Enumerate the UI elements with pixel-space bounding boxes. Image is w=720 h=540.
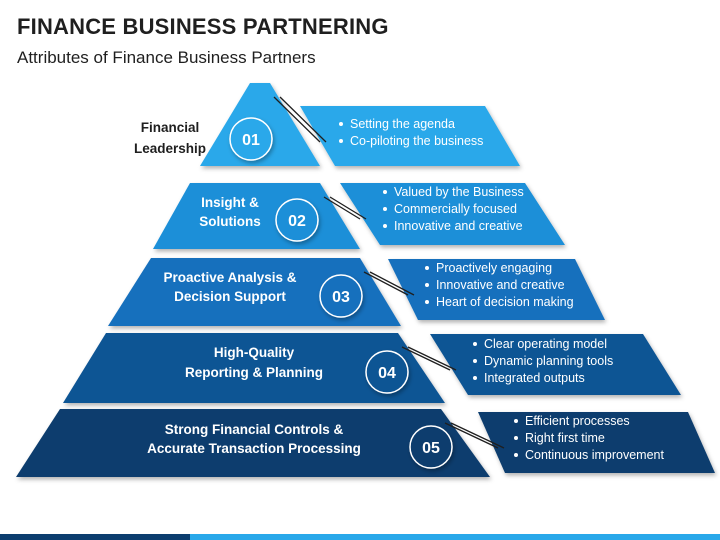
bullet-dot <box>514 453 518 457</box>
bullet-dot <box>383 207 387 211</box>
level-number: 05 <box>422 440 440 457</box>
level-label: Financial <box>141 120 200 135</box>
bullet-dot <box>473 342 477 346</box>
bullet-dot <box>425 283 429 287</box>
page-subtitle: Attributes of Finance Business Partners <box>17 48 316 67</box>
info-box <box>430 334 681 395</box>
level-label: Proactive Analysis & <box>163 270 296 285</box>
bullet-dot <box>473 376 477 380</box>
bullet-dot <box>425 266 429 270</box>
info-box <box>388 259 605 320</box>
connector-line <box>279 96 327 143</box>
number-circle <box>365 350 409 394</box>
bullet-dot <box>383 190 387 194</box>
pyramid-level-03: 03 Proactive Analysis & Decision Support Pr… <box>108 258 605 326</box>
connector-line <box>329 196 367 220</box>
bullet-dot <box>339 139 343 143</box>
page-title: FINANCE BUSINESS PARTNERING <box>17 14 389 39</box>
connector-line <box>450 422 505 449</box>
bullet-item: Clear operating model <box>484 337 607 351</box>
pyramid-tier <box>63 333 445 403</box>
level-number: 04 <box>378 365 396 382</box>
connector-line <box>323 196 361 220</box>
level-number: 01 <box>242 132 260 149</box>
connector-line <box>273 96 321 143</box>
bullet-dot <box>425 300 429 304</box>
number-circle <box>275 198 319 242</box>
bullet-item: Innovative and creative <box>394 219 523 233</box>
level-number: 02 <box>288 213 306 230</box>
number-circle <box>229 117 273 161</box>
connector-line <box>363 271 409 296</box>
bullet-dot <box>339 122 343 126</box>
bullet-item: Integrated outputs <box>484 371 585 385</box>
connector-line <box>444 422 499 449</box>
pyramid-tier <box>16 409 490 477</box>
level-label: Solutions <box>199 214 261 229</box>
number-circle <box>319 274 363 318</box>
level-label: Leadership <box>134 141 206 156</box>
bullet-item: Efficient processes <box>525 414 630 428</box>
bullet-item: Continuous improvement <box>525 448 664 462</box>
level-label: Insight & <box>201 195 259 210</box>
bullet-item: Innovative and creative <box>436 278 565 292</box>
level-label: Accurate Transaction Processing <box>147 441 361 456</box>
bullet-dot <box>514 436 518 440</box>
info-box <box>478 412 715 473</box>
level-number: 03 <box>332 289 350 306</box>
bullet-dot <box>514 419 518 423</box>
pyramid-level-02: 02 Insight & Solutions Valued by the Busine… <box>153 183 565 249</box>
pyramid-level-05: 05 Strong Financial Controls & Accurate Tr… <box>16 409 715 477</box>
connector-line <box>401 346 451 371</box>
level-label: High-Quality <box>214 345 295 360</box>
bullet-item: Setting the agenda <box>350 117 455 131</box>
level-label: Strong Financial Controls & <box>165 422 344 437</box>
bullet-item: Right first time <box>525 431 605 445</box>
info-box <box>340 183 565 245</box>
bullet-item: Valued by the Business <box>394 185 524 199</box>
bullet-item: Commercially focused <box>394 202 517 216</box>
level-label: Decision Support <box>174 289 286 304</box>
bullet-item: Proactively engaging <box>436 261 552 275</box>
bullet-item: Dynamic planning tools <box>484 354 613 368</box>
bullet-dot <box>383 224 387 228</box>
connector-line <box>407 346 457 371</box>
bullet-item: Co-piloting the business <box>350 134 483 148</box>
bullet-item: Heart of decision making <box>436 295 574 309</box>
info-box <box>300 106 520 166</box>
number-circle <box>409 425 453 469</box>
connector-line <box>369 271 415 296</box>
bottom-accent-bar <box>0 534 720 540</box>
bullet-dot <box>473 359 477 363</box>
level-label: Reporting & Planning <box>185 365 323 380</box>
